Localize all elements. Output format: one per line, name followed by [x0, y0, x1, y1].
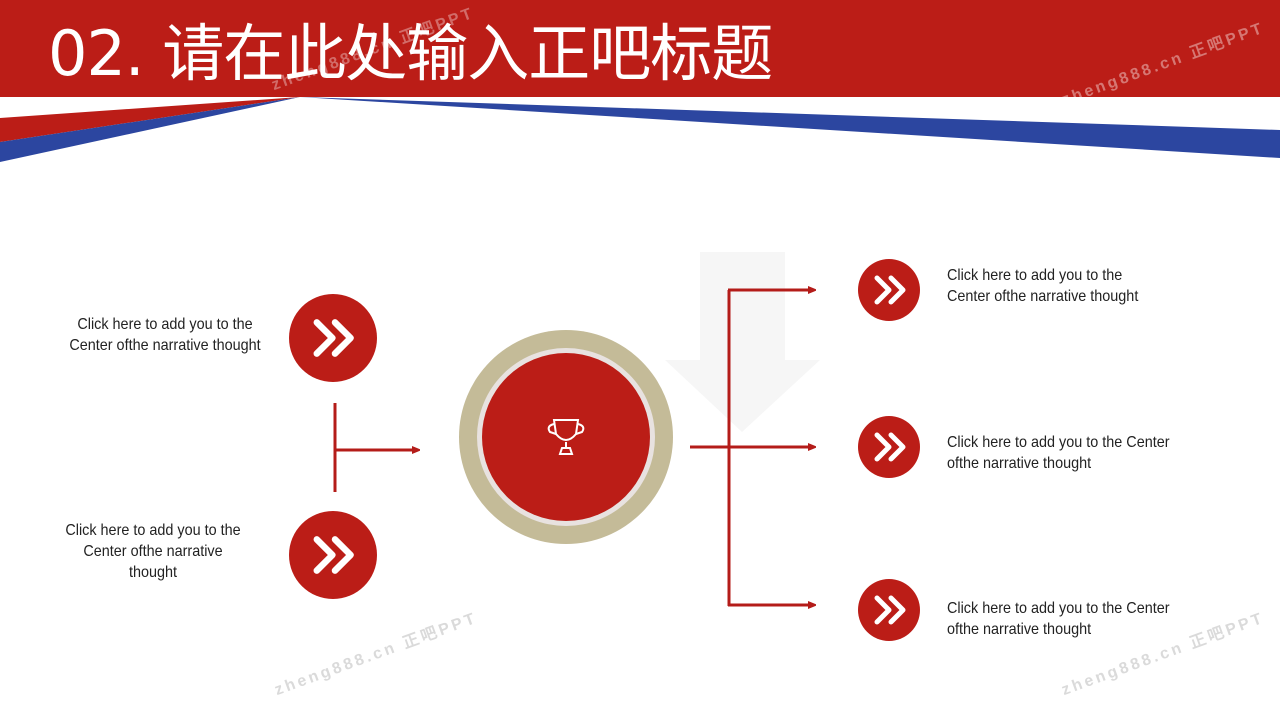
text-line: ofthe narrative thought [947, 621, 1092, 638]
text-line: Center ofthe narrative [83, 543, 223, 560]
left-item-1-text: Click here to add you to the Center ofth… [53, 314, 278, 356]
left-item-2-text: Click here to add you to the Center ofth… [41, 520, 266, 583]
text-line: ofthe narrative thought [947, 455, 1092, 472]
blue-wedge-left [0, 97, 300, 162]
blue-wedge-right [300, 97, 1280, 158]
center-circle [459, 330, 673, 544]
left-node-1 [289, 294, 377, 382]
text-line: Click here to add you to the [65, 522, 241, 539]
text-line: Center ofthe narrative thought [69, 337, 261, 354]
right-item-3-text: Click here to add you to the Center ofth… [947, 598, 1217, 640]
right-connector [690, 290, 814, 606]
right-item-1-text: Click here to add you to the Center ofth… [947, 265, 1217, 307]
text-line: Center ofthe narrative thought [947, 288, 1139, 305]
left-connector [333, 403, 418, 492]
left-node-2 [289, 511, 377, 599]
faint-arrow-shape [665, 252, 820, 432]
text-line: Click here to add you to the Center [947, 434, 1170, 451]
text-line: Click here to add you to the [77, 316, 253, 333]
right-node-3 [858, 579, 920, 641]
slide-title: 02. 请在此处输入正吧标题 [48, 17, 773, 90]
text-line: Click here to add you to the [947, 267, 1123, 284]
trophy-icon [547, 419, 585, 455]
right-node-1 [858, 259, 920, 321]
text-line: thought [128, 564, 178, 581]
text-line: Click here to add you to the Center [947, 600, 1170, 617]
title-banner [0, 0, 1280, 97]
right-node-2 [858, 416, 920, 478]
right-item-2-text: Click here to add you to the Center ofth… [947, 432, 1217, 474]
